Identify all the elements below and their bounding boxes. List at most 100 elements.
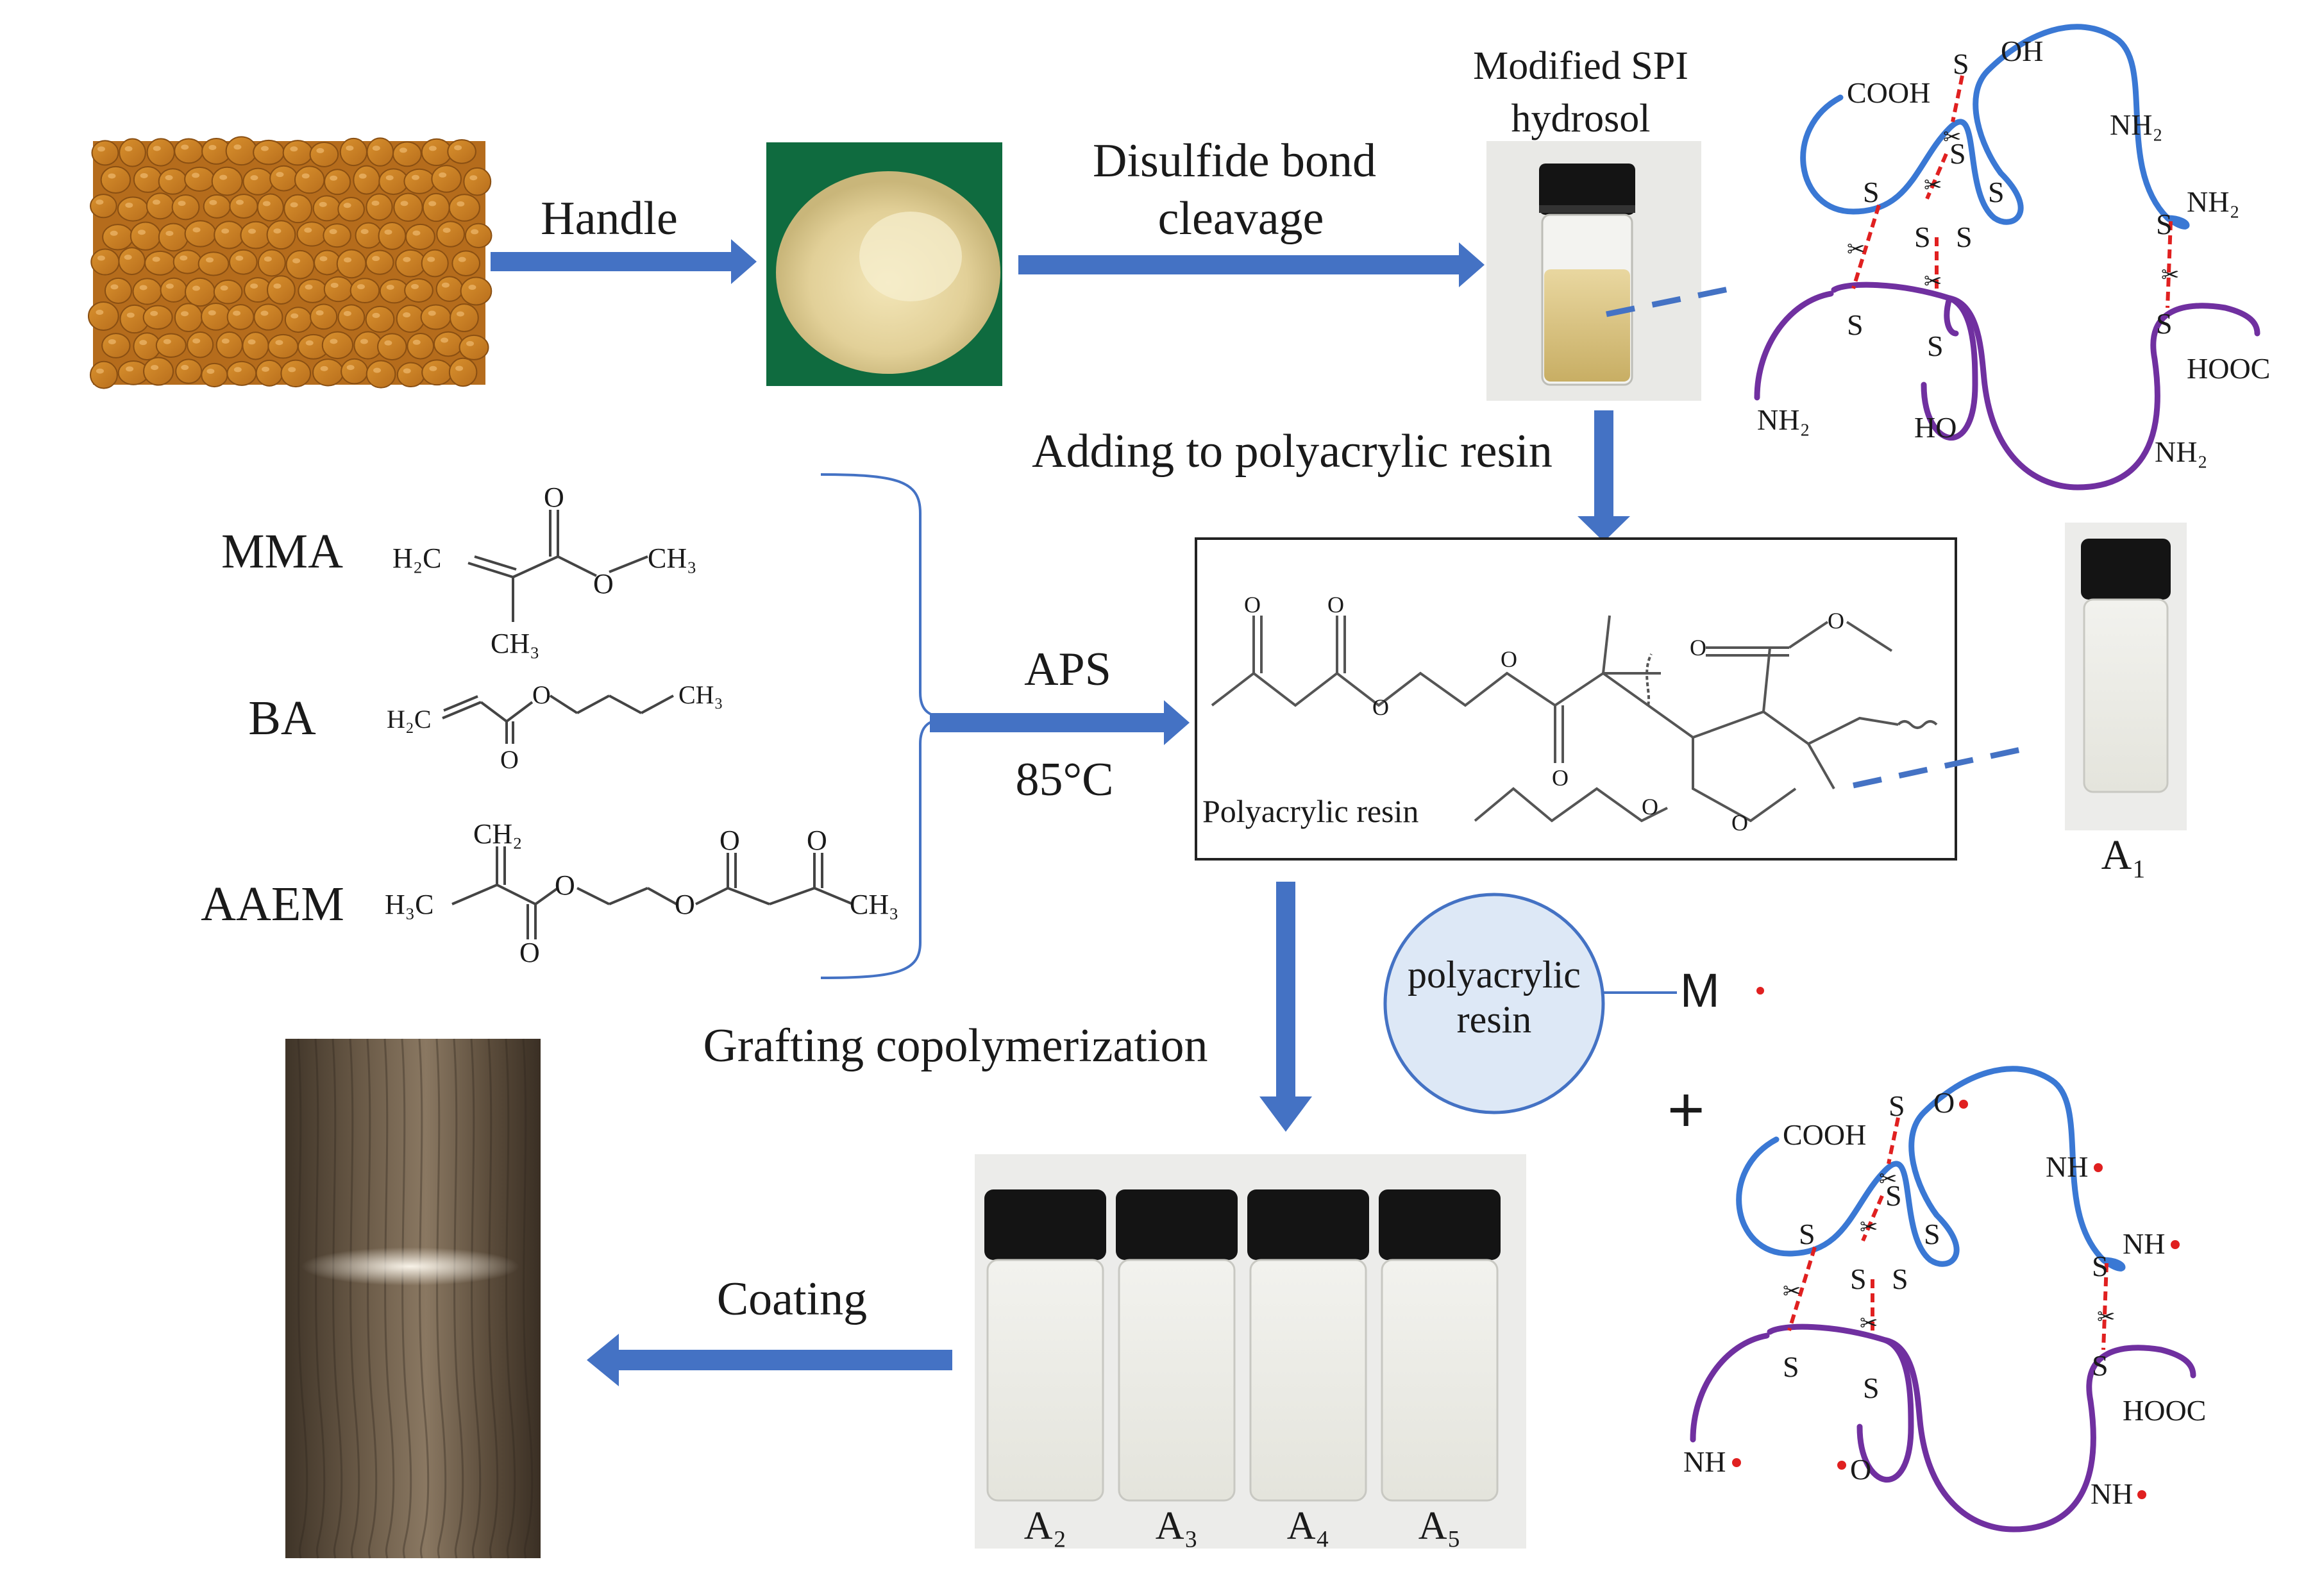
protein-top-s5: S xyxy=(1914,221,1931,253)
soybean-highlight xyxy=(96,199,104,205)
protein-bottom-s10: S xyxy=(2092,1349,2108,1382)
mma-structure xyxy=(467,510,648,622)
soybean xyxy=(215,331,243,358)
disulfide-label-line2: cleavage xyxy=(1158,192,1324,245)
soybean xyxy=(341,358,369,385)
svg-text:✂: ✂ xyxy=(1924,270,1942,294)
soybean xyxy=(395,249,426,278)
soybean-highlight xyxy=(248,339,256,345)
soybean xyxy=(174,138,204,164)
protein-structure-bottom: ✂ ✂ ✂ ✂ ✂ COOH S O NH NH S S S S S S S S… xyxy=(1683,1066,2206,1533)
soybean-highlight xyxy=(427,256,435,262)
soybean xyxy=(144,250,176,276)
soybean-highlight xyxy=(181,311,189,317)
protein-bottom-s8: S xyxy=(1783,1350,1799,1383)
vial-cap xyxy=(984,1189,1106,1260)
soybean-highlight xyxy=(260,146,269,151)
soybean xyxy=(337,197,365,222)
soybean xyxy=(463,167,492,196)
soybean xyxy=(255,359,283,387)
soybean xyxy=(339,137,367,167)
soybean xyxy=(324,169,351,196)
soybean xyxy=(267,275,296,305)
svg-text:CH₂: CH₂ xyxy=(473,818,522,850)
wood-grain-line xyxy=(418,1038,430,1559)
temperature-label: 85°C xyxy=(1016,753,1114,806)
protein-top-s10: S xyxy=(2156,307,2173,340)
soybean-highlight xyxy=(329,229,337,235)
svg-text:H₂C: H₂C xyxy=(387,705,432,734)
svg-text:O: O xyxy=(593,568,614,600)
soybean-highlight xyxy=(110,284,119,290)
adding-down-arrow xyxy=(1578,410,1630,542)
svg-text:O: O xyxy=(544,482,564,513)
soybean-highlight xyxy=(97,255,105,261)
protein-bottom-nh-2: NH xyxy=(2123,1227,2165,1260)
soybean xyxy=(337,304,366,331)
svg-text:CH₃: CH₃ xyxy=(648,542,696,574)
soybean xyxy=(174,303,203,333)
vial-label: A₃ xyxy=(1156,1504,1198,1548)
wood-grain-line xyxy=(366,1038,378,1559)
protein-bottom-nh-1: NH xyxy=(2046,1150,2088,1183)
grafting-label: Grafting copolymerization xyxy=(703,1020,1208,1072)
soybean xyxy=(448,194,480,222)
svg-text:✂: ✂ xyxy=(1860,1312,1878,1336)
soybean-highlight xyxy=(385,175,394,181)
soybean-highlight xyxy=(384,229,392,235)
soybean-highlight xyxy=(320,365,328,371)
adding-label: Adding to polyacrylic resin xyxy=(1032,425,1553,478)
ba-label: BA xyxy=(248,691,316,745)
wood-grain-line xyxy=(505,1038,516,1559)
svg-text:O: O xyxy=(1828,608,1844,634)
soybean xyxy=(118,247,146,276)
soybean-highlight xyxy=(97,146,105,152)
soybean xyxy=(158,168,188,195)
soybean xyxy=(146,192,175,220)
soybean-highlight xyxy=(304,227,312,233)
grafting-down-arrow xyxy=(1259,882,1312,1132)
soybean xyxy=(365,305,395,333)
protein-top-s2: S xyxy=(1949,137,1966,170)
soybean xyxy=(421,359,453,386)
soybean-highlight xyxy=(466,340,475,346)
soybean xyxy=(314,249,341,276)
soybean xyxy=(226,304,255,330)
soybean-highlight xyxy=(386,284,394,290)
soybean xyxy=(323,276,353,303)
soybean xyxy=(211,166,243,196)
soybean xyxy=(378,221,407,250)
protein-top-s7: S xyxy=(2156,208,2173,240)
soybean xyxy=(450,303,479,333)
soybean-highlight xyxy=(151,365,159,371)
soybean-highlight xyxy=(316,147,324,153)
soybean-highlight xyxy=(319,201,327,207)
soybean xyxy=(203,194,231,219)
soybean xyxy=(447,139,476,164)
protein-top-s9: S xyxy=(1927,330,1944,362)
soybean-highlight xyxy=(108,339,116,344)
coating-label: Coating xyxy=(717,1273,867,1325)
soybean xyxy=(143,357,174,386)
soybean-highlight xyxy=(468,285,476,290)
svg-text:O: O xyxy=(1501,646,1517,672)
modified-spi-label-line2: hydrosol xyxy=(1511,97,1651,140)
soybean xyxy=(420,304,451,330)
svg-text:✂: ✂ xyxy=(1879,1168,1898,1191)
soybean-highlight xyxy=(343,203,351,208)
soybean-highlight xyxy=(456,311,464,317)
soybean-highlight xyxy=(276,172,284,178)
soybean-highlight xyxy=(124,146,133,152)
vial-label: A₅ xyxy=(1418,1504,1461,1548)
soybean xyxy=(242,167,274,196)
soybean-highlight xyxy=(330,282,339,288)
soybean-highlight xyxy=(250,175,258,181)
vial-label: A₂ xyxy=(1024,1504,1066,1548)
soybean xyxy=(349,278,380,303)
soybean-highlight xyxy=(139,340,147,346)
soybean-highlight xyxy=(441,282,450,288)
soybean xyxy=(104,277,132,304)
soybean xyxy=(89,360,118,389)
soybean-highlight xyxy=(441,337,449,343)
protein-bottom-cooh: COOH xyxy=(1783,1118,1866,1151)
